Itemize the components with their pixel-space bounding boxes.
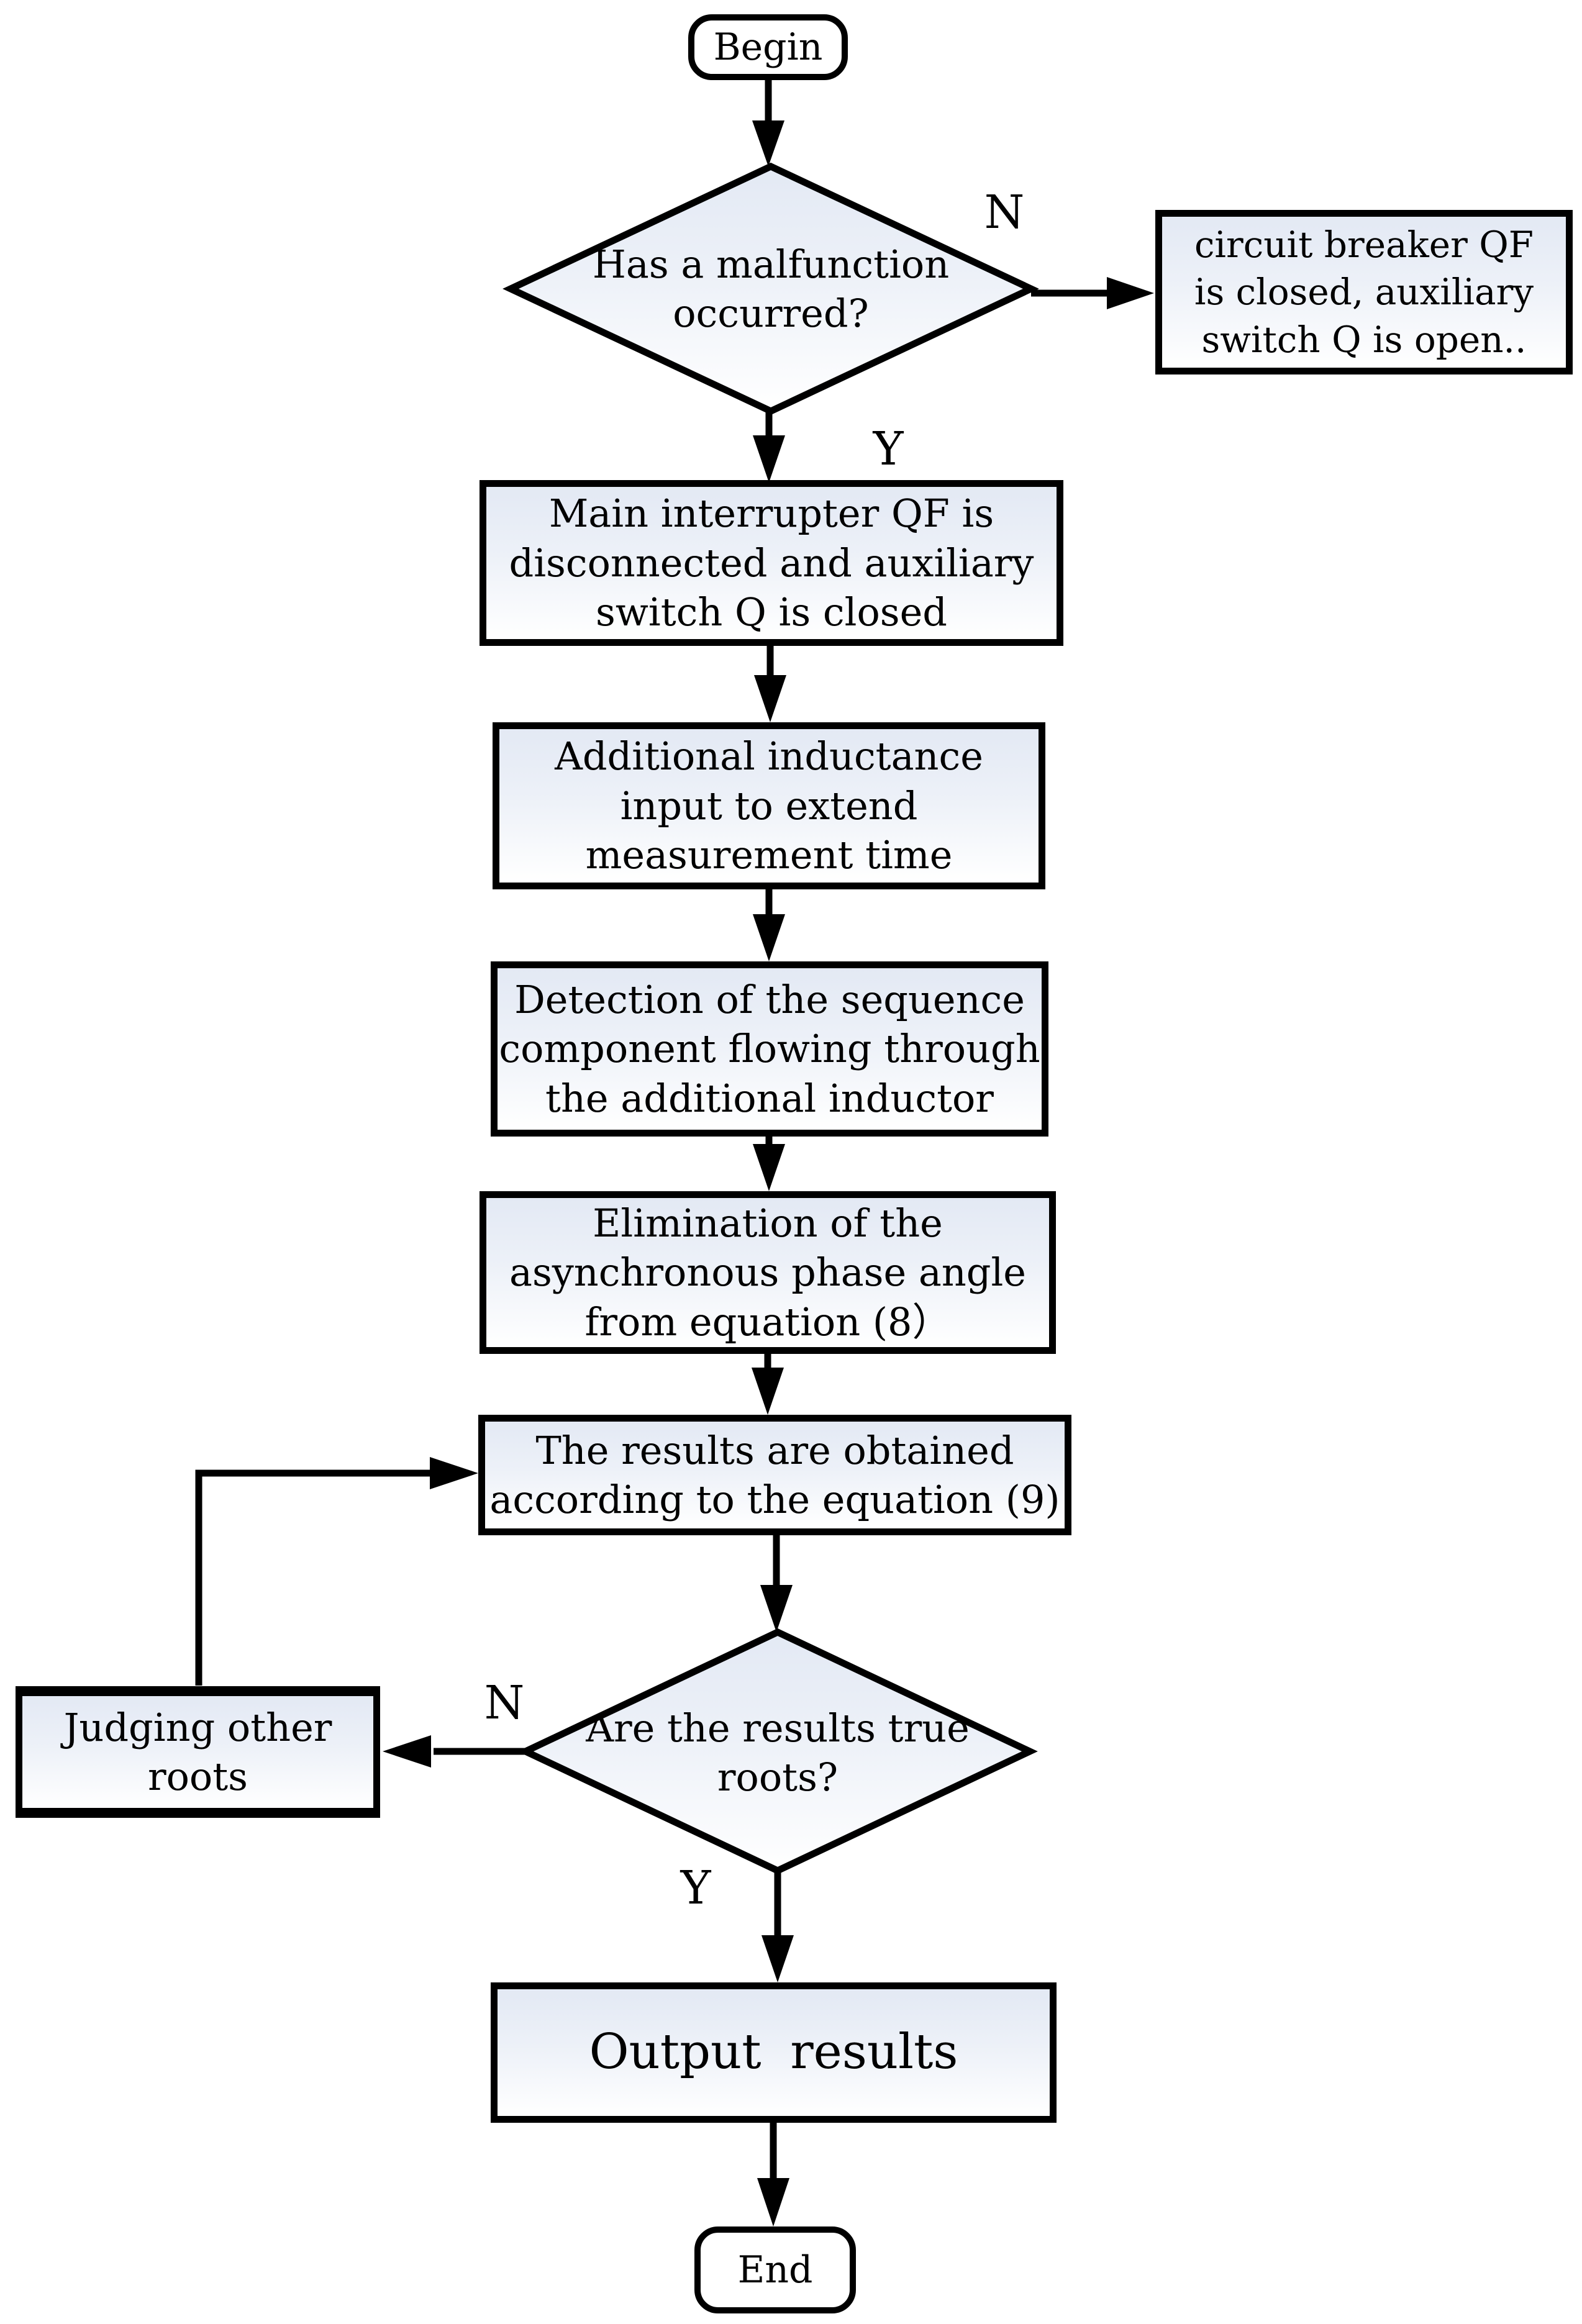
results-step: The results are obtained according to th…: [478, 1415, 1071, 1535]
arrow-inductance-to-detection: [753, 889, 785, 961]
arrow-decision2-y-to-output: [761, 1871, 794, 1982]
arrow-output-to-end: [757, 2123, 789, 2226]
arrow-decision-n-to-note: [1031, 277, 1154, 309]
breaker-closed-note: circuit breaker QF is closed, auxiliary …: [1155, 210, 1573, 374]
output-results-step: Output results: [491, 1982, 1057, 2123]
arrow-begin-to-decision: [752, 80, 784, 166]
branch-label-no-1: N: [984, 186, 1025, 239]
judging-roots-step: Judging other roots: [16, 1686, 380, 1818]
arrow-judging-loop-to-results: [195, 1457, 478, 1686]
arrow-main-to-inductance: [754, 646, 786, 722]
end-node: End: [694, 2226, 856, 2313]
arrow-results-to-decision2: [760, 1535, 793, 1632]
true-roots-decision-label: Are the results true roots?: [586, 1705, 970, 1800]
arrow-decision2-n-to-judging: [383, 1735, 525, 1768]
main-interrupter-step: Main interrupter QF is disconnected and …: [480, 480, 1063, 646]
begin-node: Begin: [688, 14, 848, 80]
malfunction-decision-label: Has a malfunction occurred?: [592, 241, 950, 336]
sequence-detection-step: Detection of the sequence component flow…: [491, 961, 1048, 1137]
branch-label-no-2: N: [484, 1676, 525, 1730]
branch-label-yes-1: Y: [873, 422, 904, 476]
arrow-detection-to-elimination: [753, 1137, 785, 1191]
elimination-step: Elimination of the asynchronous phase an…: [480, 1191, 1056, 1354]
arrow-decision-y-to-main-interrupter: [753, 411, 785, 483]
additional-inductance-step: Additional inductance input to extend me…: [493, 722, 1045, 889]
arrow-elimination-to-results: [752, 1354, 784, 1415]
branch-label-yes-2: Y: [680, 1861, 711, 1915]
